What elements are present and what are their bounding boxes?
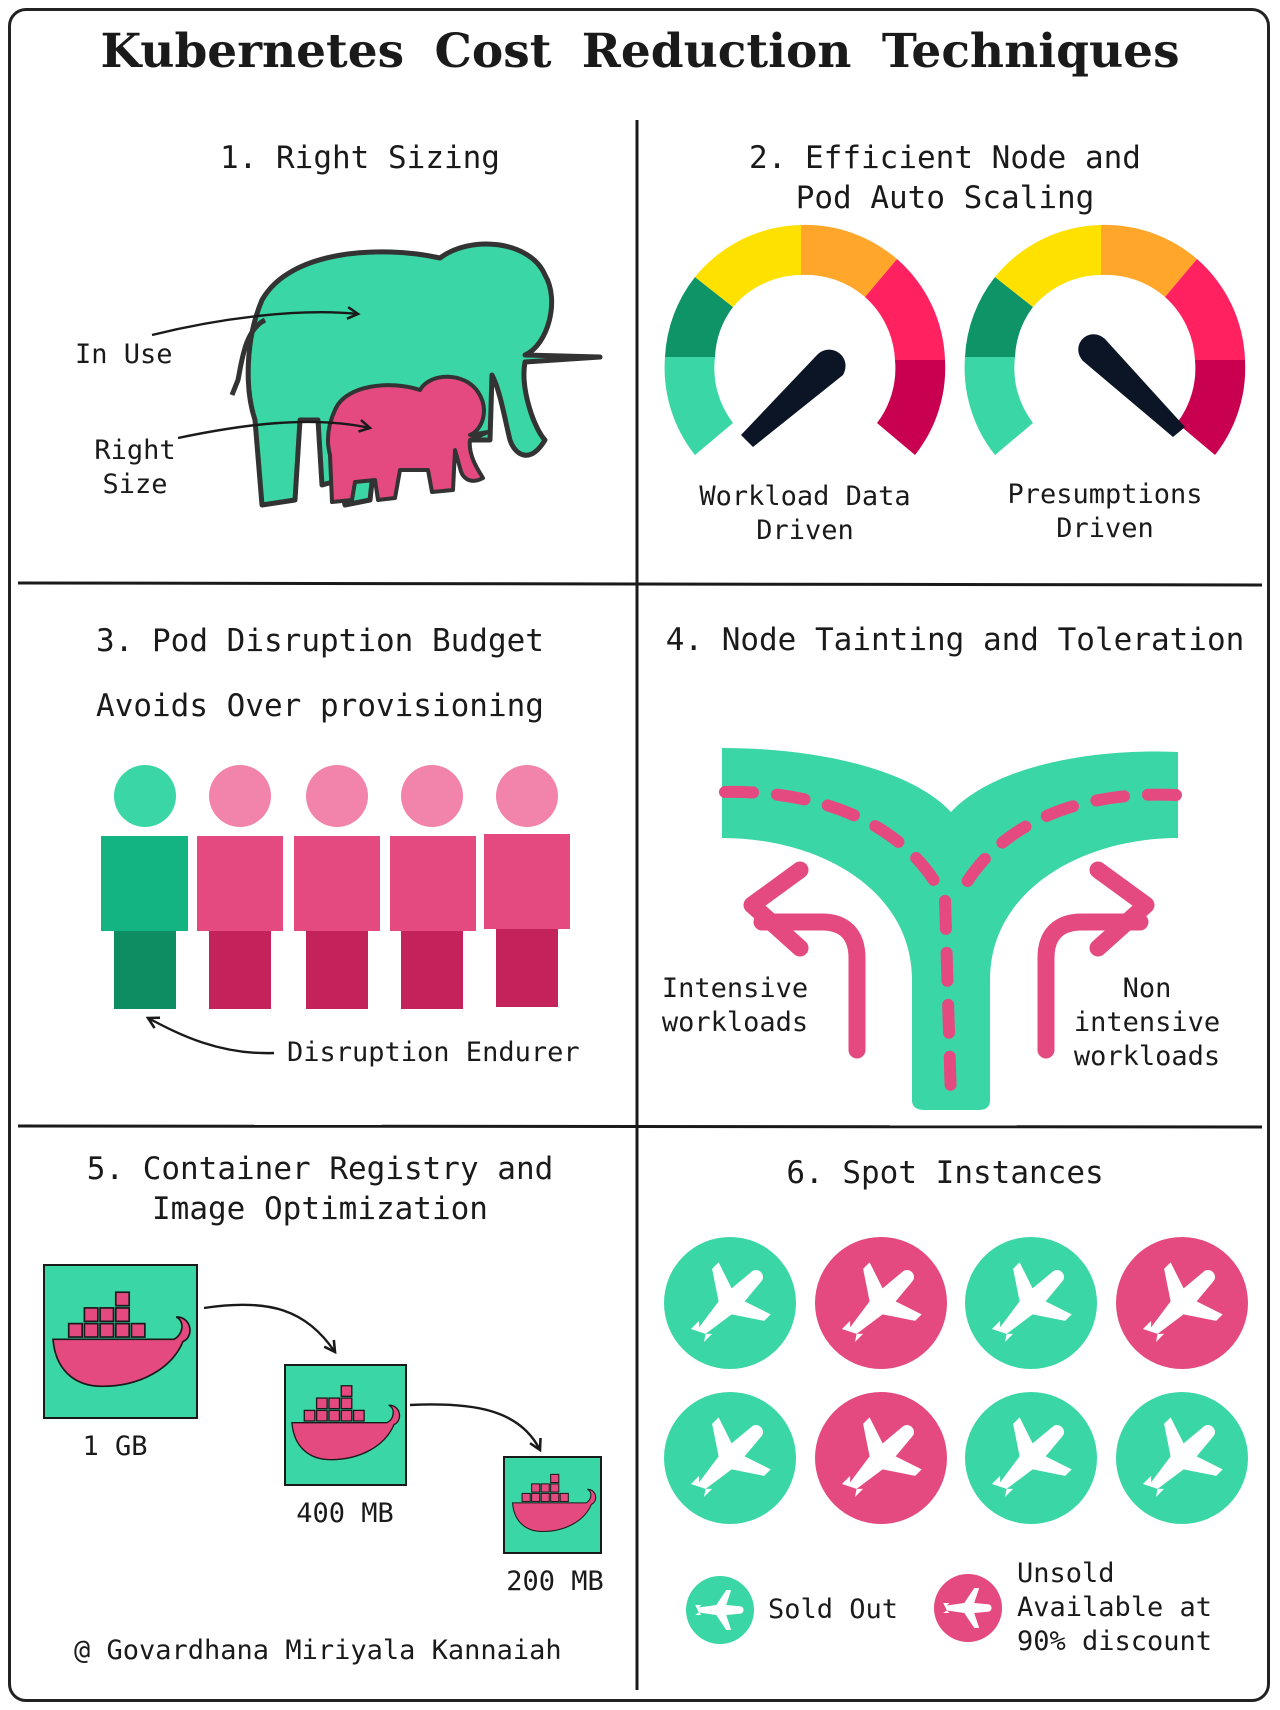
arrow-image-1 — [203, 1303, 335, 1352]
section-6-heading: 6. Spot Instances — [786, 1155, 1104, 1191]
road-fork-icon — [719, 748, 1182, 1110]
label-disruption-endurer: Disruption Endurer — [287, 1037, 580, 1068]
section-dividers — [17, 120, 1263, 1690]
page-title: Kubernetes Cost Reduction Techniques — [100, 24, 1180, 79]
gauge-presumptions-icon — [964, 224, 1246, 455]
spot-instance-sold-icon — [1116, 1392, 1248, 1524]
legend-sold-out: Sold Out — [768, 1594, 899, 1625]
section-3-subheading: Avoids Over provisioning — [96, 688, 544, 724]
spot-instance-unsold-icon — [815, 1237, 947, 1369]
arrow-image-2 — [409, 1403, 540, 1450]
size-label-400mb: 400 MB — [296, 1498, 394, 1529]
people-group-icon — [101, 765, 570, 1009]
size-label-200mb: 200 MB — [506, 1566, 604, 1597]
size-label-1gb: 1 GB — [82, 1431, 148, 1462]
spot-instance-unsold-icon — [1116, 1237, 1248, 1369]
gauge-workload-icon — [664, 224, 946, 455]
spot-instance-sold-icon — [664, 1237, 796, 1369]
spot-instance-grid — [664, 1237, 1248, 1524]
spot-instance-sold-icon — [664, 1392, 796, 1524]
arrow-endurer — [148, 1018, 275, 1055]
label-workload-driven: Workload Data Driven — [699, 481, 911, 546]
page-frame — [8, 8, 1270, 1702]
spot-instance-sold-icon — [965, 1237, 1097, 1369]
spot-instance-sold-icon — [965, 1392, 1097, 1524]
arrow-in-use — [151, 312, 358, 337]
legend-unsold-icon — [934, 1574, 1002, 1642]
docker-image-400mb-icon — [284, 1364, 407, 1486]
section-2-heading: 2. Efficient Node and Pod Auto Scaling — [749, 140, 1141, 216]
credit-text: @ Govardhana Miriyala Kannaiah — [74, 1635, 562, 1666]
docker-image-1gb-icon — [43, 1264, 198, 1419]
section-3-heading: 3. Pod Disruption Budget — [96, 623, 544, 659]
legend-sold-icon — [686, 1576, 754, 1644]
spot-instance-unsold-icon — [815, 1392, 947, 1524]
label-presumptions-driven: Presumptions Driven — [1007, 479, 1203, 544]
elephant-right-size-icon — [325, 374, 490, 504]
arrow-right-size — [177, 422, 370, 440]
label-intensive-workloads: Intensive workloads — [661, 973, 809, 1038]
legend-unsold: Unsold Available at 90% discount — [1017, 1558, 1213, 1657]
section-4-heading: 4. Node Tainting and Toleration — [665, 622, 1245, 658]
label-in-use: In Use — [75, 339, 173, 370]
docker-image-200mb-icon — [503, 1456, 602, 1554]
section-1-heading: 1. Right Sizing — [220, 140, 500, 176]
section-5-heading: 5. Container Registry and Image Optimiza… — [86, 1151, 554, 1227]
label-non-intensive-workloads: Non intensive workloads — [1073, 973, 1221, 1072]
label-right-size: Right Size — [94, 435, 176, 500]
